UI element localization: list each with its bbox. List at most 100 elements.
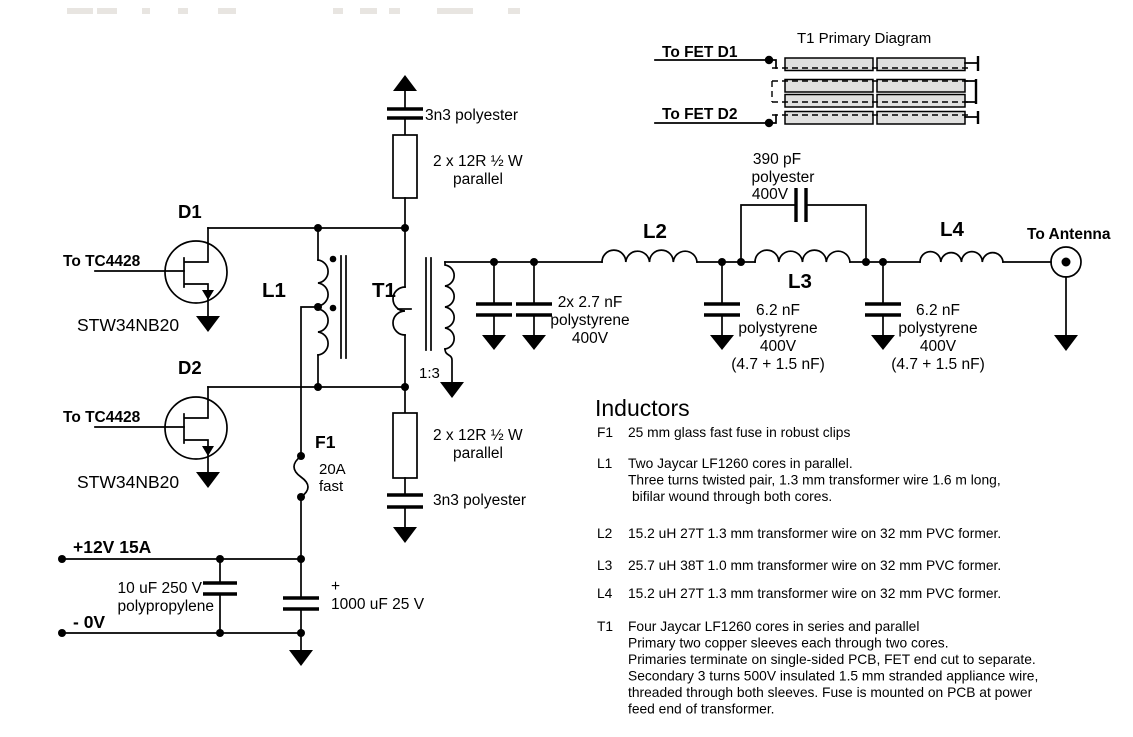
neg-rail-label: - 0V bbox=[73, 612, 105, 632]
to-fet-d2-label: To FET D2 bbox=[662, 106, 738, 123]
fuse-f1-speed: fast bbox=[319, 478, 344, 495]
sec-cap-material: polystyrene bbox=[550, 312, 629, 329]
t1-primary-diagram: T1 Primary Diagram To FET D1 To FET D2 bbox=[654, 30, 980, 128]
shunt-cap-1-value: 6.2 nF bbox=[756, 302, 800, 319]
note-line: 25 mm glass fast fuse in robust clips bbox=[628, 425, 850, 440]
fuse-f1-designator: F1 bbox=[315, 432, 336, 452]
t1-primary-diagram-title: T1 Primary Diagram bbox=[797, 30, 931, 47]
to-fet-d1-label: To FET D1 bbox=[662, 44, 738, 61]
inductor-l2-winding bbox=[601, 249, 698, 263]
resistor-body bbox=[392, 412, 418, 479]
snubber-top-res-value: 2 x 12R ½ W bbox=[433, 153, 523, 170]
ground-icon bbox=[440, 382, 464, 398]
notes-block: Inductors F1 25 mm glass fast fuse in ro… bbox=[595, 395, 1038, 717]
capacitor-plates bbox=[794, 188, 808, 222]
capacitor-plates bbox=[704, 302, 740, 317]
capacitor-plates bbox=[203, 581, 237, 596]
shunt-cap-1-voltage: 400V bbox=[760, 338, 797, 355]
cap-1000uf-value: 1000 uF 25 V bbox=[331, 596, 425, 613]
ground-icon bbox=[522, 335, 546, 350]
note-ref: L3 bbox=[597, 558, 613, 573]
terminal-dot bbox=[58, 555, 66, 563]
ground-icon bbox=[196, 472, 220, 488]
polarity-dot bbox=[329, 304, 337, 312]
primary-winding bbox=[392, 286, 406, 336]
choke-l1: L1 bbox=[262, 227, 347, 457]
cropped-title-fragments bbox=[67, 8, 520, 14]
junction-dot bbox=[530, 258, 538, 266]
note-line: 15.2 uH 27T 1.3 mm transformer wire on 3… bbox=[628, 526, 1001, 541]
note-line: 25.7 uH 38T 1.0 mm transformer wire on 3… bbox=[628, 558, 1001, 573]
note-line: bifilar wound through both cores. bbox=[632, 489, 832, 504]
mosfet-leads bbox=[184, 227, 209, 317]
shunt-cap-1-detail: (4.7 + 1.5 nF) bbox=[731, 356, 824, 373]
snubber-top: 3n3 polyester 2 x 12R ½ W parallel bbox=[387, 75, 523, 229]
transformer-t1: T1 1:3 bbox=[372, 227, 464, 414]
junction-dot bbox=[718, 258, 726, 266]
transformer-t1-ratio: 1:3 bbox=[419, 365, 440, 382]
bridge-cap-material: polyester bbox=[752, 169, 815, 186]
mosfet-leads bbox=[184, 386, 209, 473]
inductor-l2-designator: L2 bbox=[643, 220, 667, 243]
ground-icon bbox=[393, 527, 417, 543]
ground-icon bbox=[871, 335, 895, 350]
terminal-dot bbox=[58, 629, 66, 637]
shunt-cap-1-material: polystyrene bbox=[738, 320, 817, 337]
wire bbox=[444, 348, 453, 383]
note-line: threaded through both sleeves. Fuse is m… bbox=[628, 685, 1033, 700]
secondary-shunt-caps: 2x 2.7 nF polystyrene 400V bbox=[476, 258, 630, 350]
cap-10uf-value: 10 uF 250 V bbox=[118, 580, 203, 597]
mosfet-body-circle bbox=[164, 240, 228, 304]
fet-d2-designator: D2 bbox=[178, 357, 202, 378]
wire bbox=[493, 261, 535, 336]
fuse-terminal-dot bbox=[297, 452, 305, 460]
fet-d1-gate-label: To TC4428 bbox=[63, 253, 141, 270]
inductor-l4-winding bbox=[919, 250, 1004, 263]
mosfet-source-arrow-icon bbox=[202, 446, 214, 456]
inductor-l3-winding bbox=[754, 249, 851, 263]
note-line: Primary two copper sleeves each through … bbox=[628, 636, 949, 651]
antenna-center-pin bbox=[1061, 257, 1071, 267]
shunt-cap-2-value: 6.2 nF bbox=[916, 302, 960, 319]
ground-up-icon bbox=[393, 75, 417, 91]
note-line: Four Jaycar LF1260 cores in series and p… bbox=[628, 619, 919, 634]
note-ref: L4 bbox=[597, 586, 613, 601]
fet-d1-part-number: STW34NB20 bbox=[77, 315, 179, 335]
capacitor-plates bbox=[476, 302, 552, 317]
fet-d2: D2 To TC4428 STW34NB20 bbox=[63, 357, 228, 492]
inductor-l3-designator: L3 bbox=[788, 270, 812, 293]
output-filter: L2 L3 L4 2x 2.7 nF polystyrene 400V 390 … bbox=[444, 151, 1111, 373]
junction-dot bbox=[490, 258, 498, 266]
capacitor-plates bbox=[283, 596, 319, 611]
shunt-cap-2-detail: (4.7 + 1.5 nF) bbox=[891, 356, 984, 373]
notes-heading: Inductors bbox=[595, 395, 690, 421]
fuse-element bbox=[293, 454, 309, 499]
fuse-f1: F1 20A fast bbox=[293, 432, 346, 560]
antenna-label: To Antenna bbox=[1027, 226, 1111, 243]
shunt-cap-1: 6.2 nF polystyrene 400V (4.7 + 1.5 nF) bbox=[704, 258, 825, 373]
threaded-wire-dashes bbox=[771, 67, 968, 116]
sec-cap-voltage: 400V bbox=[572, 330, 609, 347]
junction-dot bbox=[737, 258, 745, 266]
note-line: feed end of transformer. bbox=[628, 702, 774, 717]
note-line: Two Jaycar LF1260 cores in parallel. bbox=[628, 456, 853, 471]
snubber-bottom-res-value2: parallel bbox=[453, 445, 503, 462]
fet-d2-gate-label: To TC4428 bbox=[63, 409, 141, 426]
power-rails: +12V 15A - 0V 10 uF 250 V polypropylene … bbox=[58, 537, 425, 666]
cap-10uf-material: polypropylene bbox=[117, 598, 214, 615]
antenna-connector: To Antenna bbox=[1027, 226, 1111, 351]
ground-icon bbox=[1054, 335, 1078, 351]
snubber-bottom: 2 x 12R ½ W parallel 3n3 polyester bbox=[387, 412, 526, 543]
core-sleeves bbox=[784, 57, 966, 125]
core-lines bbox=[425, 257, 432, 351]
fuse-f1-rating: 20A bbox=[319, 461, 346, 478]
secondary-winding bbox=[444, 261, 455, 350]
pos-rail-label: +12V 15A bbox=[73, 537, 152, 557]
note-ref: L1 bbox=[597, 456, 612, 471]
note-line: Primaries terminate on single-sided PCB,… bbox=[628, 652, 1036, 667]
junction-dot bbox=[862, 258, 870, 266]
note-ref: F1 bbox=[597, 425, 613, 440]
resistor-body bbox=[392, 134, 418, 199]
